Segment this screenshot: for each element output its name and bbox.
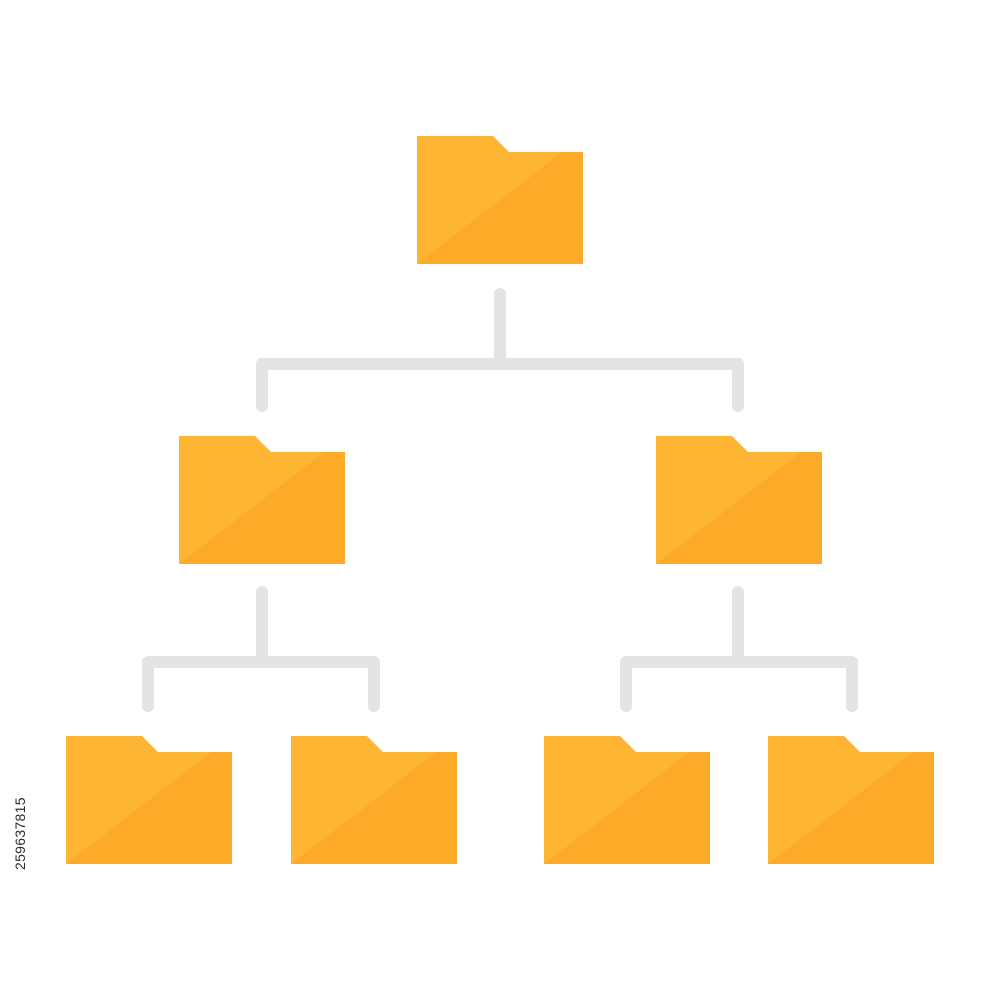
connector-right [620,586,858,712]
connector-left [142,586,380,712]
folder-icon[interactable] [656,436,822,564]
connector-root [256,288,744,412]
folder-icon[interactable] [179,436,345,564]
folders [66,136,934,864]
folder-icon[interactable] [66,736,232,864]
connector-lines [142,288,858,712]
folder-icon[interactable] [417,136,583,264]
folder-icon[interactable] [544,736,710,864]
stock-id-text: 259637815 [12,797,28,870]
folder-icon[interactable] [768,736,934,864]
folder-icon[interactable] [291,736,457,864]
